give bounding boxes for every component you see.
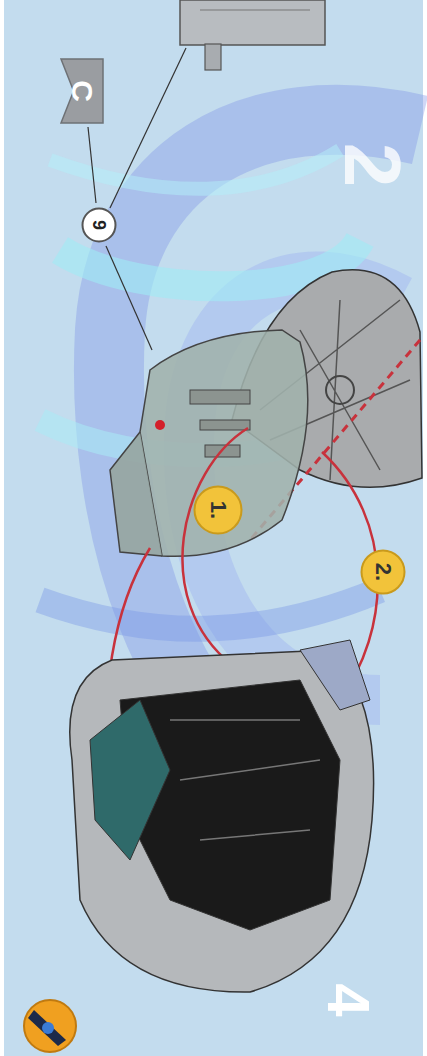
edge-stripe [423,0,427,1056]
step-flag: C [61,59,103,123]
hint-icon [24,1000,76,1052]
cockpit-part [70,640,374,992]
callout-number: 2. [372,563,394,581]
callout-number: 9 [90,220,108,230]
callout-circle: 9 [81,207,117,243]
callout-circle: 1. [193,485,243,535]
callout-circle: 2. [360,549,406,595]
step-number: 2 [332,143,412,188]
part-box [180,0,325,70]
step-number: 4 [318,983,378,1016]
callout-number: C [67,80,97,102]
edge-stripe [0,0,4,1056]
callout-number: 1. [207,501,229,519]
hull-part [110,330,308,556]
